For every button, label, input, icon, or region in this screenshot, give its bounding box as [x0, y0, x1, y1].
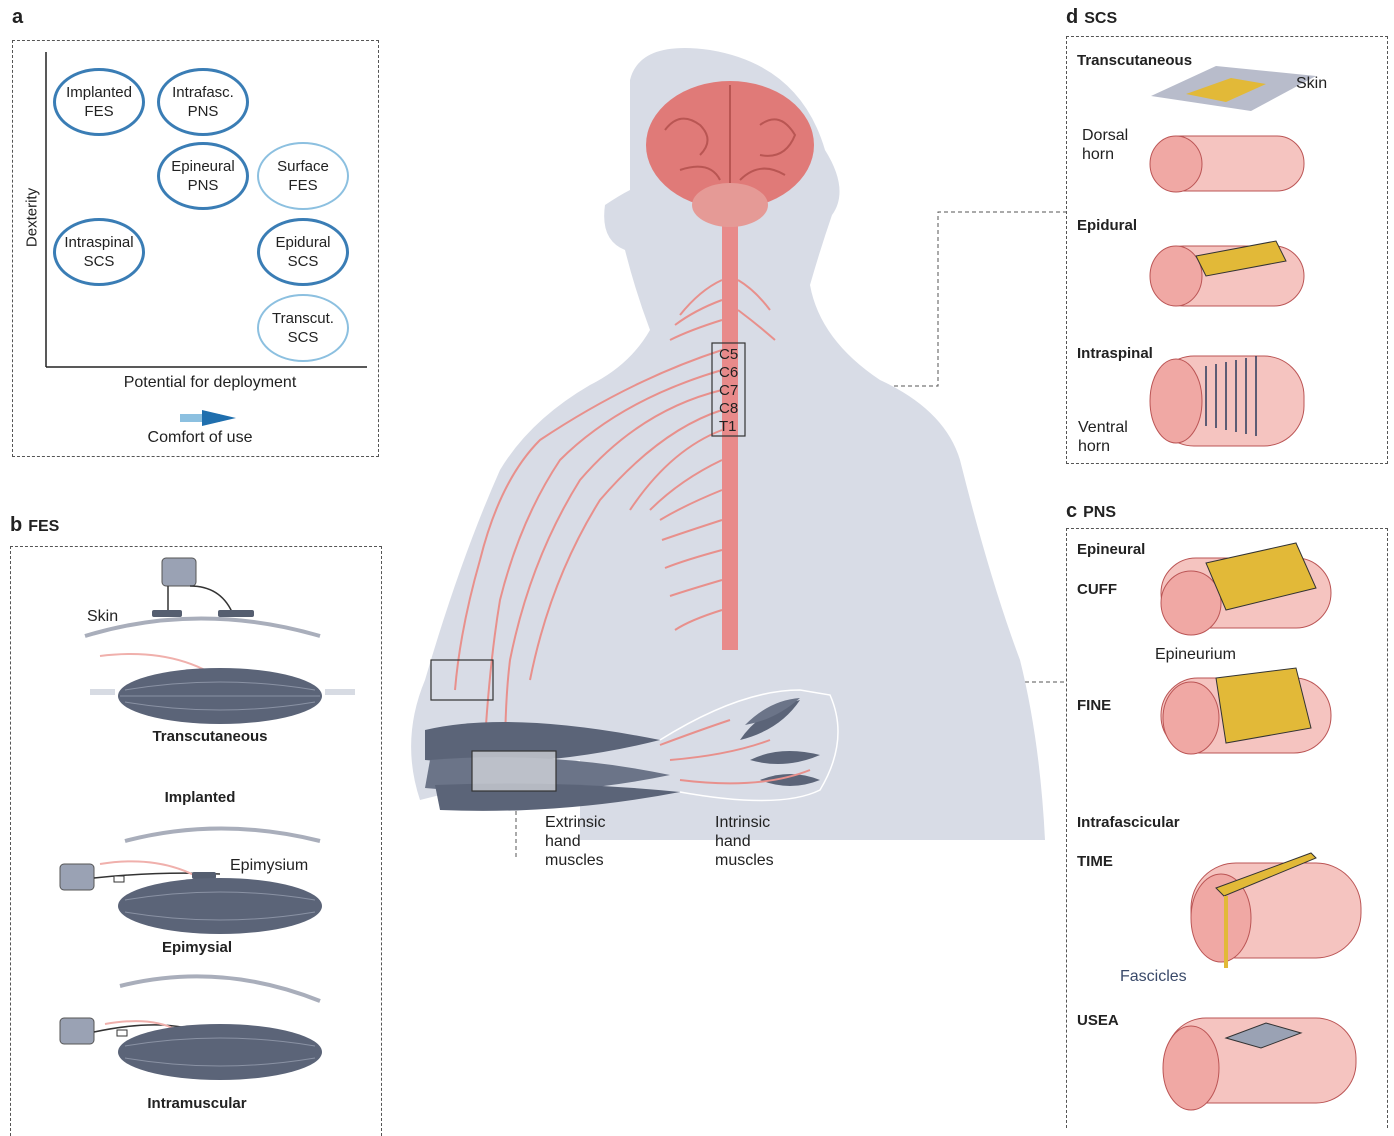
- time-label: TIME: [1077, 852, 1113, 871]
- intramuscular-label: Intramuscular: [97, 1094, 297, 1113]
- transcutaneous-scs-diagram: [1150, 66, 1316, 192]
- extrinsic-muscles-label: Extrinsic hand muscles: [545, 813, 605, 870]
- cuff-diagram: [1161, 543, 1331, 635]
- epimysial-label: Epimysial: [97, 938, 297, 957]
- scs-transcutaneous-label: Transcutaneous: [1077, 51, 1192, 70]
- cuff-label: CUFF: [1077, 580, 1117, 599]
- time-diagram: [1191, 853, 1361, 968]
- comfort-label: Comfort of use: [110, 428, 290, 447]
- y-axis-label: Dexterity: [23, 178, 42, 258]
- forearm-box: [472, 751, 556, 791]
- usea-label: USEA: [1077, 1011, 1119, 1030]
- body-illustration: [380, 40, 1070, 860]
- intraspinal-scs-diagram: [1150, 356, 1304, 446]
- transcutaneous-fes-diagram: [85, 558, 355, 724]
- dorsal-horn-label: Dorsal horn: [1082, 126, 1128, 164]
- epimysial-fes-diagram: [60, 829, 322, 935]
- scs-skin-label: Skin: [1296, 74, 1327, 93]
- bubble-intrafasc-pns: Intrafasc.PNS: [157, 68, 249, 136]
- epineurium-label: Epineurium: [1155, 645, 1236, 664]
- fes-skin-label: Skin: [87, 607, 118, 626]
- ventral-horn-label: Ventral horn: [1078, 418, 1128, 456]
- epineural-label: Epineural: [1077, 540, 1145, 559]
- epimysium-label: Epimysium: [230, 856, 308, 875]
- x-axis-label: Potential for deployment: [80, 373, 340, 392]
- scs-illustrations: [1066, 36, 1388, 464]
- usea-diagram: [1163, 1018, 1356, 1110]
- epidural-scs-diagram: [1150, 241, 1304, 306]
- spinal-levels: C5 C6 C7 C8 T1: [719, 346, 738, 436]
- intrinsic-muscles-label: Intrinsic hand muscles: [715, 813, 774, 870]
- scs-epidural-label: Epidural: [1077, 216, 1137, 235]
- intrafascicular-label: Intrafascicular: [1077, 813, 1180, 832]
- fascicles-label: Fascicles: [1120, 967, 1187, 986]
- bubble-transcut-scs: Transcut.SCS: [257, 294, 349, 362]
- scs-intraspinal-label: Intraspinal: [1077, 344, 1153, 363]
- transcutaneous-fes-label: Transcutaneous: [110, 727, 310, 746]
- fes-illustrations: [10, 546, 382, 1121]
- fine-label: FINE: [1077, 696, 1111, 715]
- intramuscular-fes-diagram: [60, 976, 322, 1080]
- panel-a-letter: a: [12, 6, 23, 29]
- fine-diagram: [1161, 668, 1331, 754]
- implanted-label: Implanted: [100, 788, 300, 807]
